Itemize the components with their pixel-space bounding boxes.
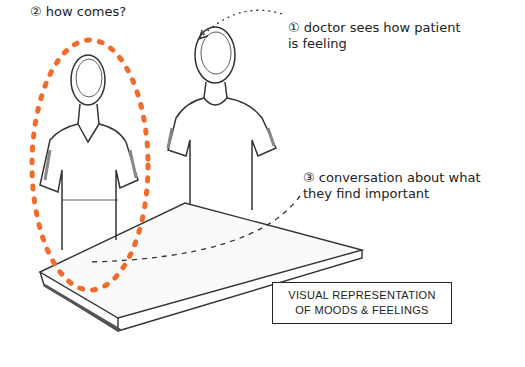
patient-figure	[40, 55, 138, 250]
dotted-line	[88, 196, 300, 262]
doctor-figure	[168, 27, 276, 210]
mood-aura	[32, 40, 148, 290]
box-text: VISUAL REPRESENTATION OF MOODS & FEELING…	[281, 288, 443, 318]
annotation-note: ② how comes?	[30, 4, 126, 20]
annotation-note: ① doctor sees how patient is feeling	[288, 20, 463, 51]
dotted-arrow	[200, 10, 282, 38]
caption-box: VISUAL REPRESENTATION OF MOODS & FEELING…	[272, 282, 452, 324]
annotation-note: ③ conversation about what they find impo…	[303, 170, 481, 201]
